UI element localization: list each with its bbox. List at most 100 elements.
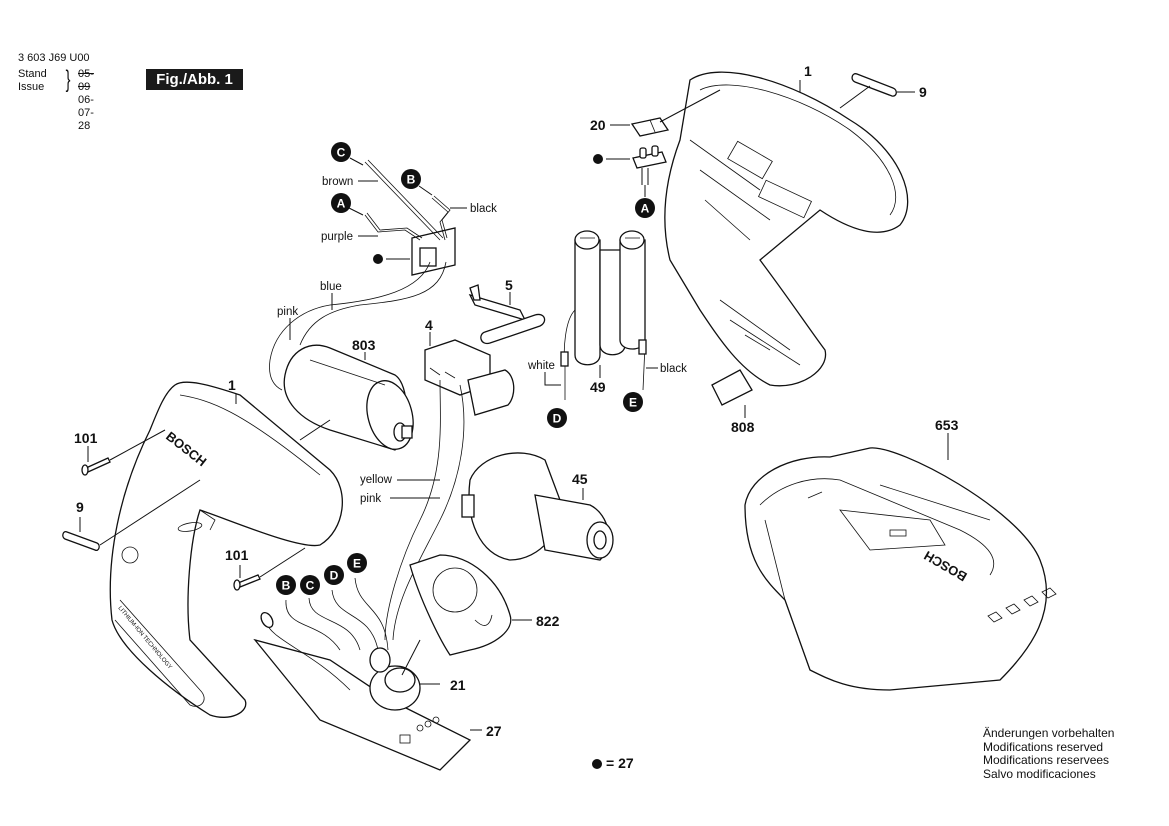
marker-e-board: E [347, 553, 367, 573]
wire-label-purple: purple [321, 231, 353, 243]
part-number-822: 822 [536, 613, 560, 629]
issue-date: 06-07-28 [78, 94, 94, 132]
wire-brown [364, 159, 444, 241]
wire-pink [269, 261, 431, 391]
board-wire-e [354, 577, 389, 651]
switch-knob-part[interactable] [369, 665, 421, 711]
part-number-4: 4 [425, 317, 433, 333]
housing-right-part[interactable] [664, 71, 909, 387]
wire-label-yellow: yellow [360, 474, 393, 486]
marker-a-switch: A [635, 185, 655, 218]
connector-part[interactable] [424, 339, 515, 416]
switch-block-part[interactable] [411, 227, 456, 276]
part-number-101-lower: 101 [225, 547, 249, 563]
leader-line [259, 547, 306, 578]
leader-line [659, 89, 721, 123]
leader-line [299, 419, 331, 441]
revision-dates: 05-09 06-07-28 [78, 68, 94, 133]
dot-marker-icon [373, 254, 383, 264]
legend-line-fr: Modifications reservees [983, 753, 1110, 767]
svg-text:E: E [629, 396, 637, 410]
terminal-icon [560, 351, 569, 367]
part-number-5: 5 [505, 277, 513, 293]
motor-part[interactable] [283, 344, 420, 454]
part-number-803: 803 [352, 337, 376, 353]
wire-label-black-battery: black [660, 363, 687, 375]
wire-clip-part[interactable] [468, 284, 546, 345]
dot-marker-icon [592, 759, 602, 770]
leader-line [99, 479, 201, 546]
dot-footnote: = 27 [592, 755, 634, 771]
svg-text:A: A [641, 202, 650, 216]
dot-footnote-text: = 27 [606, 755, 634, 771]
leader-line [401, 639, 421, 676]
wire-pink-mid [392, 384, 465, 641]
marker-d-battery: D [547, 408, 567, 428]
screw-lower-part[interactable] [233, 574, 261, 591]
board-wire-c [308, 597, 361, 651]
wire-black [431, 195, 451, 241]
leader-line [109, 429, 166, 461]
circuit-board-part[interactable] [253, 638, 472, 771]
battery-pack-part[interactable] [574, 230, 646, 366]
stand-date: 05-09 [78, 68, 94, 93]
part-number-27: 27 [486, 723, 502, 739]
wire-blue [299, 261, 447, 346]
wire-label-blue: blue [320, 281, 342, 293]
legend-line-es: Salvo modificaciones [983, 766, 1096, 781]
capacitor-icon [369, 647, 391, 673]
marker-c-top: C [331, 142, 364, 166]
issue-label: Issue [18, 81, 45, 93]
led-icon [260, 611, 274, 629]
marker-a-top: A [331, 193, 364, 216]
board-wire-d [331, 589, 379, 651]
leader-line [544, 372, 561, 386]
part-number-21: 21 [450, 677, 466, 693]
nameplate-left-part[interactable] [62, 531, 100, 551]
marker-b-top: B [401, 169, 433, 196]
board-wire-b [285, 599, 341, 651]
legend-line-de: Änderungen vorbehalten [983, 726, 1115, 740]
stand-label: Stand [18, 68, 47, 80]
modifications-legend: Änderungen vorbehalten Modifications res… [983, 726, 1115, 781]
marker-b-board: B [276, 575, 296, 595]
wire-purple [364, 212, 423, 241]
switch-slider-part[interactable] [409, 554, 512, 656]
wire-yellow [384, 379, 441, 641]
part-number-1-left: 1 [228, 377, 236, 393]
marker-e-battery: E [623, 392, 643, 412]
part-number-20: 20 [590, 117, 606, 133]
legend-line-en: Modifications reserved [983, 739, 1104, 754]
label-plate-part[interactable] [711, 369, 753, 406]
gearbox-part[interactable] [461, 452, 614, 561]
svg-text:A: A [337, 197, 346, 211]
leader-line [839, 85, 871, 109]
svg-text:B: B [407, 173, 416, 187]
part-number-101-upper: 101 [74, 430, 98, 446]
part-number-45: 45 [572, 471, 588, 487]
wire-label-white: white [527, 360, 555, 372]
figure-label: Fig./Abb. 1 [146, 69, 243, 90]
document-header: 3 603 J69 U00 Stand Issue } 05-09 06-07-… [18, 52, 94, 132]
part-number-1-right: 1 [804, 63, 812, 79]
charger-part[interactable]: BOSCH [744, 447, 1057, 691]
part-number-653: 653 [935, 417, 959, 433]
part-number-49: 49 [590, 379, 606, 395]
brace-icon: } [65, 66, 71, 93]
screw-upper-part[interactable] [81, 457, 111, 476]
switch-cover-part[interactable] [630, 117, 670, 137]
svg-text:D: D [553, 412, 562, 426]
wire-label-pink-top: pink [277, 306, 298, 318]
document-code: 3 603 J69 U00 [18, 52, 90, 64]
part-number-9-left: 9 [76, 499, 84, 515]
nameplate-right-part[interactable] [851, 73, 897, 97]
svg-text:C: C [337, 146, 346, 160]
switch-contact-part[interactable] [632, 145, 667, 185]
part-number-9-right: 9 [919, 84, 927, 100]
marker-d-board: D [324, 565, 344, 585]
part-number-808: 808 [731, 419, 755, 435]
svg-text:D: D [330, 569, 339, 583]
led-indicator-row [987, 587, 1057, 623]
svg-text:E: E [353, 557, 361, 571]
